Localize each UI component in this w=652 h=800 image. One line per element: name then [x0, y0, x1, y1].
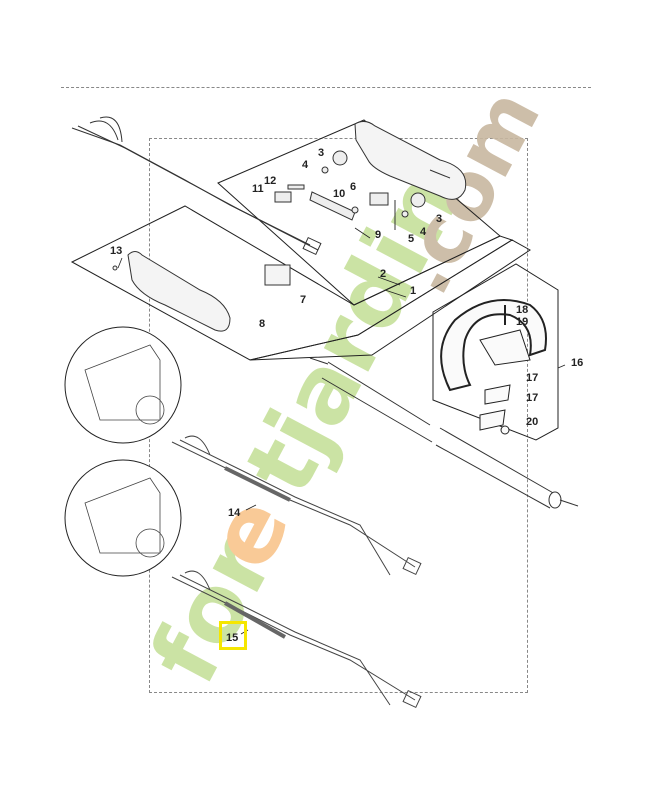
- detail-view-circles: [64, 326, 182, 577]
- rear-handle: [112, 251, 291, 332]
- callout-18: 18: [516, 304, 528, 316]
- callout-labels: 1 2 3 3 4 4 5 6 7 8 9 10 11 12 13 14 15 …: [110, 147, 583, 644]
- callout-19: 19: [516, 316, 528, 328]
- callout-17-upper: 17: [526, 372, 538, 384]
- callout-13: 13: [110, 245, 122, 257]
- callout-3-upper: 3: [318, 147, 324, 159]
- callout-15: 15: [226, 632, 238, 644]
- panel-part-16: [432, 263, 559, 441]
- callout-14: 14: [228, 507, 241, 519]
- top-divider: [61, 87, 591, 88]
- control-handle: [354, 120, 467, 200]
- loop-handle: [440, 299, 547, 435]
- callout-5: 5: [408, 233, 414, 245]
- callout-2: 2: [380, 268, 386, 280]
- drive-shaft-tube: [309, 357, 579, 509]
- callout-11: 11: [252, 183, 264, 195]
- fan-housing-details: [84, 344, 165, 558]
- callout-9: 9: [375, 229, 381, 241]
- throttle-cable-15: [171, 570, 422, 709]
- callout-20: 20: [526, 416, 538, 428]
- callout-7: 7: [300, 294, 306, 306]
- highlight-box-callout-15: [219, 621, 247, 650]
- panel-part-1: [249, 239, 531, 361]
- callout-3-lower: 3: [436, 213, 442, 225]
- callout-4-upper: 4: [302, 159, 309, 171]
- callout-17-lower: 17: [526, 392, 538, 404]
- small-parts: [274, 150, 426, 230]
- throttle-cable-14: [171, 435, 422, 576]
- callout-8: 8: [259, 318, 265, 330]
- callout-6: 6: [350, 181, 356, 193]
- callout-1: 1: [410, 285, 416, 297]
- upper-cable-assembly: [71, 116, 322, 256]
- callout-12: 12: [264, 175, 276, 187]
- callout-16: 16: [571, 357, 583, 369]
- watermark: for e tjardin .com: [130, 74, 558, 700]
- callout-10: 10: [333, 188, 345, 200]
- callout-4-lower: 4: [420, 226, 427, 238]
